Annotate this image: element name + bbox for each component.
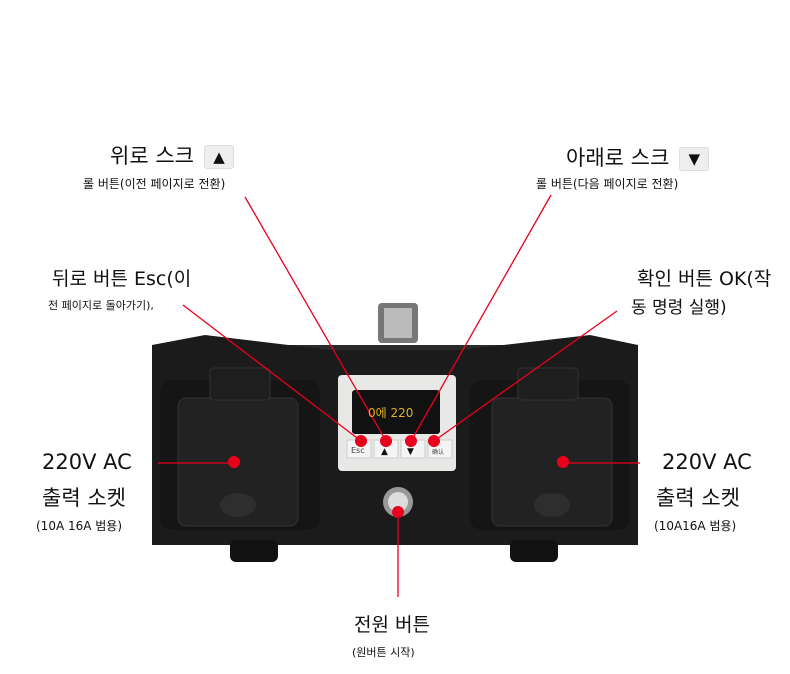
socket-left-desc: (10A 16A 범용) bbox=[36, 519, 123, 533]
esc-key-label[interactable]: Esc bbox=[351, 446, 365, 455]
foot-right bbox=[510, 540, 558, 562]
scroll-down-title: 아래로 스크▼ bbox=[566, 142, 710, 172]
annotation-lines bbox=[158, 194, 640, 597]
down-arrow-icon: ▼ bbox=[679, 147, 710, 171]
back-desc: 전 페이지로 돌아가기), bbox=[48, 299, 154, 312]
scroll-down-desc: 롤 버튼(다음 페이지로 전환) bbox=[536, 177, 679, 191]
scroll-up-desc: 롤 버튼(이전 페이지로 전환) bbox=[83, 177, 226, 191]
lcd-screen bbox=[352, 390, 440, 434]
socket-right-voltage: 220V AC bbox=[662, 450, 752, 474]
down-key-label[interactable]: ▼ bbox=[407, 447, 414, 457]
back-title: 뒤로 버튼 Esc(이 bbox=[52, 268, 192, 290]
scroll-up-title: 위로 스크▲ bbox=[110, 140, 234, 170]
socket-left-title: 출력 소켓 bbox=[42, 486, 126, 510]
power-desc: (원버튼 시작) bbox=[352, 646, 415, 659]
socket-left-voltage: 220V AC bbox=[42, 450, 132, 474]
annotation-dots bbox=[228, 435, 569, 518]
socket-right-desc: (10A16A 범용) bbox=[654, 519, 737, 533]
up-key-label[interactable]: ▲ bbox=[381, 447, 388, 457]
lcd-value: 0에 220 bbox=[368, 406, 414, 420]
up-arrow-icon: ▲ bbox=[203, 145, 234, 169]
ok-title: 확인 버튼 OK(작 bbox=[637, 268, 772, 290]
socket-right-title: 출력 소켓 bbox=[656, 486, 740, 510]
power-title: 전원 버튼 bbox=[354, 614, 430, 636]
foot-left bbox=[230, 540, 278, 562]
ok-key-label[interactable]: 确认 bbox=[432, 449, 445, 456]
ok-desc: 동 명령 실행) bbox=[631, 298, 727, 318]
